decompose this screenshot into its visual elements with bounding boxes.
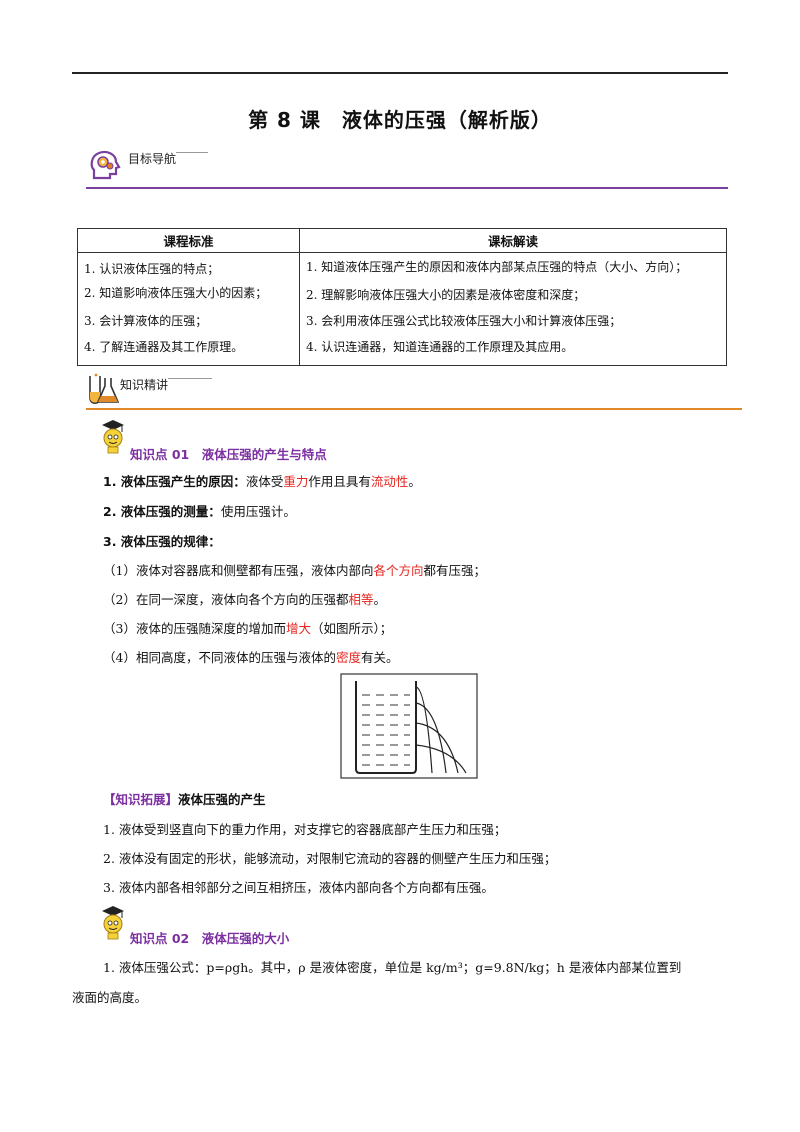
rule-item: （2）在同一深度，液体向各个方向的压强都相等。: [103, 590, 386, 610]
list-item: 2. 知道影响液体压强大小的因素；: [84, 286, 268, 300]
head-gears-icon: [90, 150, 121, 180]
list-item: 2. 理解影响液体压强大小的因素是液体密度和深度；: [306, 288, 586, 302]
knowledge-point-heading: 知识点 02 液体压强的大小: [130, 931, 290, 946]
text: （2）在同一深度，液体向各个方向的压强都: [103, 592, 349, 607]
list-item: 1. 知道液体压强产生的原因和液体内部某点压强的特点（大小、方向）；: [306, 260, 688, 274]
text: （3）液体的压强随深度的增加而: [103, 621, 286, 636]
text: （1）液体对容器底和侧壁都有压强，液体内部向: [103, 563, 374, 578]
highlight-text: 相等: [348, 592, 374, 607]
text: 。: [373, 592, 386, 607]
list-item: 1. 认识液体压强的特点；: [84, 262, 220, 276]
paragraph-label: 1. 液体压强产生的原因：: [103, 474, 246, 489]
highlight-text: 密度: [335, 650, 361, 665]
rule-item: （1）液体对容器底和侧壁都有压强，液体内部向各个方向都有压强；: [103, 561, 486, 581]
text: 都有压强；: [423, 563, 486, 578]
section-label-underline: [168, 378, 212, 379]
table-header-cell: 课标解读: [299, 228, 727, 253]
rule-item: （4）相同高度，不同液体的压强与液体的密度有关。: [103, 648, 399, 668]
flask-icon: [89, 373, 120, 405]
highlight-text: 流动性: [370, 474, 409, 489]
extension-heading: 【知识拓展】液体压强的产生: [103, 790, 266, 810]
extension-tag: 【知识拓展】: [103, 792, 179, 807]
list-item: 4. 认识连通器，知道连通器的工作原理及其应用。: [306, 340, 574, 354]
paragraph-measure: 2. 液体压强的测量：使用压强计。: [103, 502, 296, 522]
paragraph-cause: 1. 液体压强产生的原因：液体受重力作用且具有流动性。: [103, 472, 421, 492]
text: （如图所示）；: [310, 621, 393, 636]
section-label-knowledge: 知识精讲: [120, 378, 169, 392]
list-item: 3. 会计算液体的压强；: [84, 314, 208, 328]
table-row: 1. 认识液体压强的特点； 2. 知道影响液体压强大小的因素； 3. 会计算液体…: [77, 252, 727, 366]
scholar-mascot-icon: [102, 906, 124, 940]
list-item: 3. 会利用液体压强公式比较液体压强大小和计算液体压强；: [306, 314, 622, 328]
table-cell-interpretation: 1. 知道液体压强产生的原因和液体内部某点压强的特点（大小、方向）； 2. 理解…: [299, 252, 727, 366]
formula-paragraph-cont: 液面的高度。: [72, 990, 148, 1005]
table-header-row: 课程标准 课标解读: [77, 228, 727, 253]
text: 。: [408, 474, 421, 489]
page-title: 第 8 课 液体的压强（解析版）: [248, 108, 552, 132]
paragraph-rules: 3. 液体压强的规律：: [103, 532, 221, 552]
purple-divider: [86, 187, 728, 189]
top-rule: [72, 72, 728, 74]
scholar-mascot-icon: [102, 420, 124, 454]
extension-title: 液体压强的产生: [178, 792, 266, 807]
text: （4）相同高度，不同液体的压强与液体的: [103, 650, 336, 665]
text: 有关。: [360, 650, 399, 665]
section-label-underline: [176, 152, 208, 153]
highlight-text: 增大: [285, 621, 311, 636]
list-item: 4. 了解连通器及其工作原理。: [84, 340, 244, 354]
highlight-text: 重力: [283, 474, 309, 489]
list-item: 1. 液体受到竖直向下的重力作用，对支撑它的容器底部产生压力和压强；: [103, 822, 507, 837]
paragraph-label: 2. 液体压强的测量：: [103, 504, 221, 519]
standards-table: 课程标准 课标解读 1. 认识液体压强的特点； 2. 知道影响液体压强大小的因素…: [77, 228, 727, 366]
liquid-pressure-figure: [340, 673, 478, 779]
knowledge-point-heading: 知识点 01 液体压强的产生与特点: [130, 447, 327, 462]
table-cell-standards: 1. 认识液体压强的特点； 2. 知道影响液体压强大小的因素； 3. 会计算液体…: [77, 252, 300, 366]
orange-divider: [86, 408, 742, 410]
text: 使用压强计。: [220, 504, 296, 519]
list-item: 3. 液体内部各相邻部分之间互相挤压，液体内部向各个方向都有压强。: [103, 880, 494, 895]
section-label-goal-nav: 目标导航: [128, 152, 177, 166]
list-item: 2. 液体没有固定的形状，能够流动，对限制它流动的容器的侧壁产生压力和压强；: [103, 851, 557, 866]
rule-item: （3）液体的压强随深度的增加而增大（如图所示）；: [103, 619, 392, 639]
table-header-cell: 课程标准: [77, 228, 300, 253]
paragraph-label: 3. 液体压强的规律：: [103, 534, 221, 549]
formula-paragraph: 1. 液体压强公式：p=ρgh。其中，ρ 是液体密度，单位是 kg/m³；g=9…: [103, 960, 682, 975]
text: 作用且具有: [308, 474, 371, 489]
text: 液体受: [245, 474, 284, 489]
highlight-text: 各个方向: [373, 563, 424, 578]
